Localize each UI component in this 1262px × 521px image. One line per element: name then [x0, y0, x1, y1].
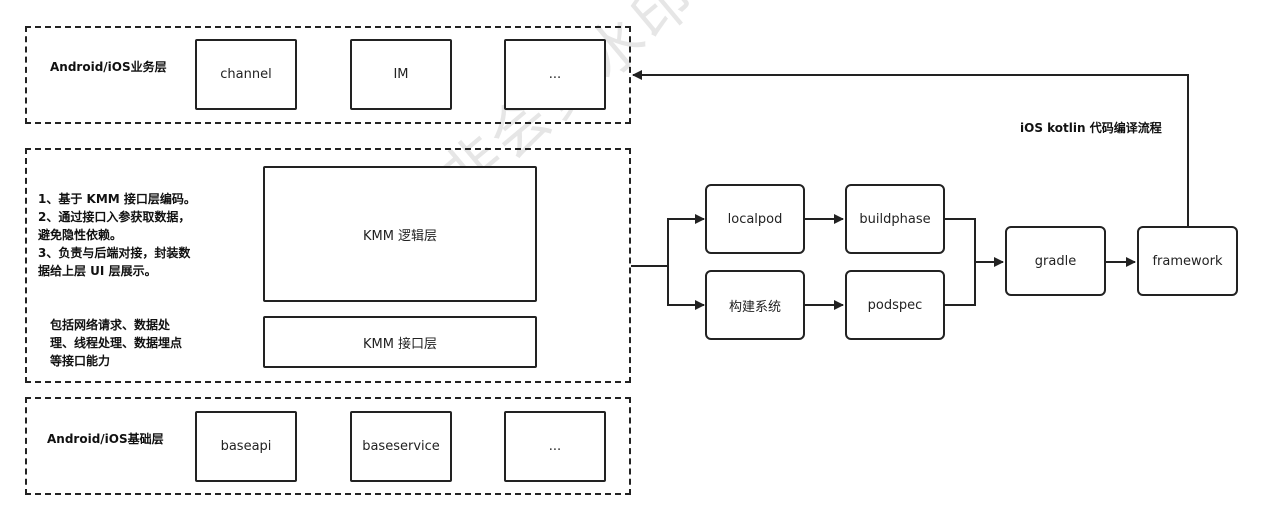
edge-split-build-system	[667, 266, 705, 310]
kmm-note-line: 据给上层 UI 层展示。	[38, 264, 157, 278]
base-module-more[interactable]: ...	[504, 411, 606, 482]
edge-buildphase-merge	[945, 218, 976, 262]
base-layer-title: Android/iOS基础层	[47, 432, 164, 446]
node-buildphase[interactable]: buildphase	[845, 184, 945, 254]
kmm-notes-bottom: 包括网络请求、数据处 理、线程处理、数据埋点 等接口能力	[50, 316, 182, 370]
base-layer	[25, 397, 631, 495]
edge-framework-business	[632, 70, 1189, 226]
node-gradle[interactable]: gradle	[1005, 226, 1106, 296]
compile-flow-title: iOS kotlin 代码编译流程	[1020, 121, 1162, 135]
business-layer-title: Android/iOS业务层	[50, 60, 167, 74]
kmm-notes-top: 1、基于 KMM 接口层编码。 2、通过接口入参获取数据， 避免隐性依赖。 3、…	[38, 190, 196, 280]
node-framework[interactable]: framework	[1137, 226, 1238, 296]
edge-split-localpod	[667, 214, 705, 266]
node-build-system[interactable]: 构建系统	[705, 270, 805, 340]
base-module-baseapi[interactable]: baseapi	[195, 411, 297, 482]
kmm-note-line: 3、负责与后端对接，封装数	[38, 246, 191, 260]
kmm-interface-box[interactable]: KMM 接口层	[263, 316, 537, 368]
business-module-channel[interactable]: channel	[195, 39, 297, 110]
kmm-layer	[25, 148, 631, 383]
edge-podspec-merge	[945, 262, 976, 306]
node-localpod[interactable]: localpod	[705, 184, 805, 254]
kmm-note-line: 包括网络请求、数据处	[50, 318, 171, 332]
node-podspec[interactable]: podspec	[845, 270, 945, 340]
business-module-more[interactable]: ...	[504, 39, 606, 110]
kmm-note-line: 等接口能力	[50, 354, 111, 368]
kmm-note-line: 1、基于 KMM 接口层编码。	[38, 192, 196, 206]
kmm-note-line: 理、线程处理、数据埋点	[50, 336, 183, 350]
kmm-note-line: 避免隐性依赖。	[38, 228, 123, 242]
kmm-logic-box[interactable]: KMM 逻辑层	[263, 166, 537, 302]
business-layer	[25, 26, 631, 124]
base-module-baseservice[interactable]: baseservice	[350, 411, 452, 482]
business-module-im[interactable]: IM	[350, 39, 452, 110]
kmm-note-line: 2、通过接口入参获取数据，	[38, 210, 191, 224]
